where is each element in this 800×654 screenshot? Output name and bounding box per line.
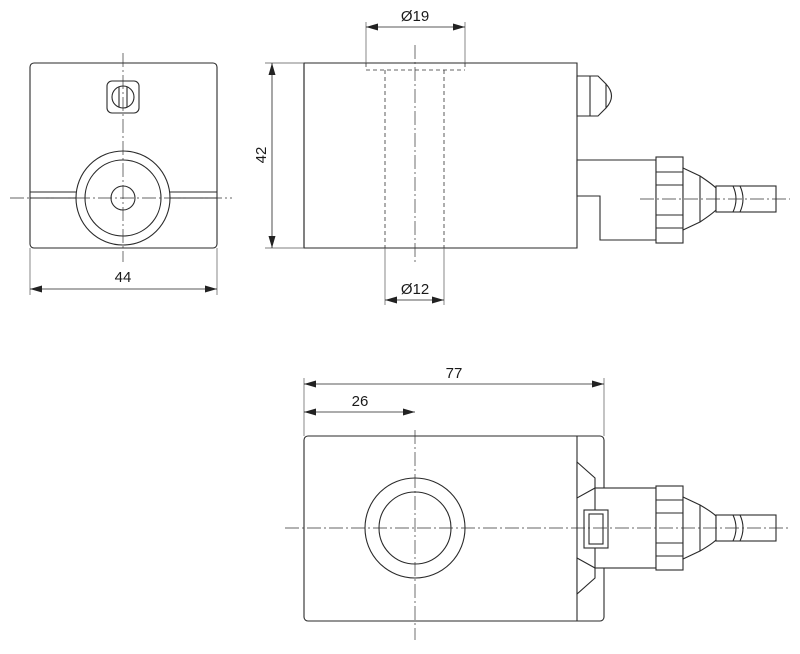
bore-offset-arrow-left xyxy=(304,408,316,416)
side-view-body xyxy=(303,62,578,249)
front-width-label: 44 xyxy=(115,269,132,286)
overall-length-arrow-left xyxy=(304,380,316,388)
overall-length-label: 77 xyxy=(446,365,463,382)
bottom-bore-arrow-right xyxy=(432,296,444,304)
bore-offset-arrow-right xyxy=(403,408,415,416)
dimension-overall-length: 77 xyxy=(303,365,605,436)
top-view-plug xyxy=(583,509,609,549)
top-bore-arrow-right xyxy=(453,23,465,31)
top-bore-arrow-left xyxy=(366,23,378,31)
side-view-top-fitting xyxy=(576,75,607,117)
bottom-bore-arrow-left xyxy=(385,296,397,304)
front-view xyxy=(10,53,232,262)
dimension-front-width: 44 xyxy=(29,248,218,295)
side-view xyxy=(303,45,790,262)
side-view-nut xyxy=(655,156,684,244)
top-view-fitting-lower xyxy=(576,557,596,596)
overall-length-arrow-right xyxy=(592,380,604,388)
top-view-plug-inner xyxy=(588,513,604,545)
side-view-cable-break-2 xyxy=(739,185,744,213)
side-view-connector-housing xyxy=(576,159,657,241)
front-width-arrow-left xyxy=(30,285,42,293)
top-bore-label: Ø19 xyxy=(401,8,429,25)
side-height-arrow-top xyxy=(268,63,276,75)
top-view xyxy=(285,430,790,640)
dimension-top-bore: Ø19 xyxy=(365,8,466,63)
dimension-bottom-bore: Ø12 xyxy=(384,248,445,305)
side-view-top-fitting-cap xyxy=(605,83,613,109)
front-width-arrow-right xyxy=(205,285,217,293)
dimension-bore-offset: 26 xyxy=(304,393,415,416)
top-view-body xyxy=(303,435,605,622)
bore-offset-label: 26 xyxy=(352,393,369,410)
side-height-label: 42 xyxy=(253,147,270,164)
dimension-side-height: 42 xyxy=(253,62,304,249)
side-height-arrow-bottom xyxy=(268,236,276,248)
bottom-bore-label: Ø12 xyxy=(401,281,429,298)
